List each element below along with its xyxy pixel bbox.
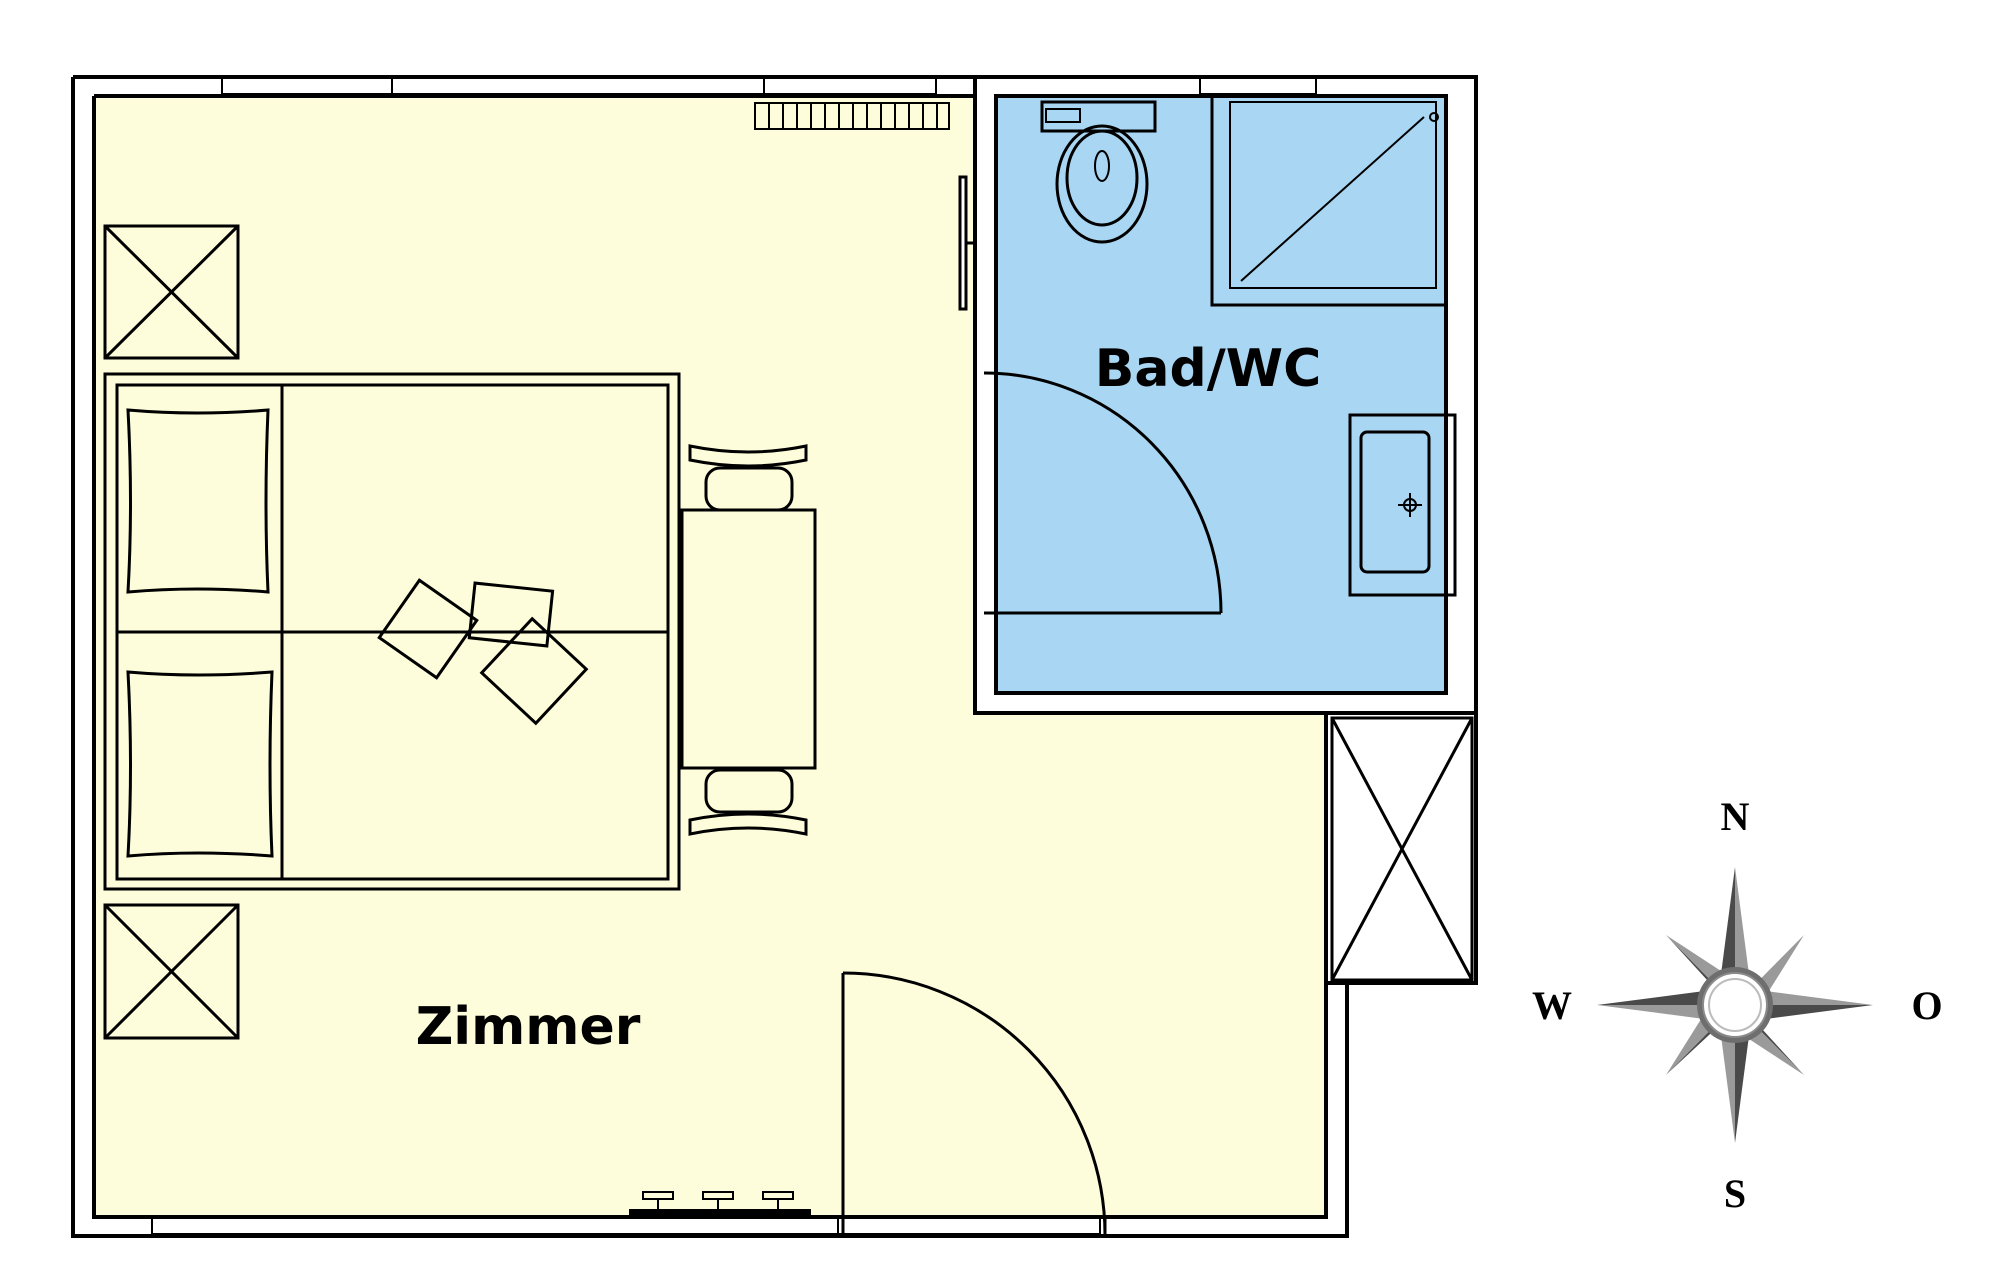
washbasin [1348, 413, 1457, 597]
compass-east-label: O [1911, 983, 1942, 1028]
cushion [467, 581, 555, 648]
cushion [479, 616, 589, 726]
radiator [754, 102, 950, 130]
compass-north-label: N [1721, 794, 1750, 839]
double-bed [103, 372, 681, 891]
coat-rack [629, 1191, 811, 1215]
cabinet-top-left [103, 224, 240, 360]
compass-west-label: W [1532, 983, 1572, 1028]
cushion [377, 578, 479, 680]
bottom-window [151, 1217, 1101, 1235]
shower [1210, 94, 1448, 307]
entrance-door [841, 971, 1107, 1237]
chair-top [688, 444, 808, 512]
wall-rail [958, 175, 975, 311]
top-windows [221, 77, 1317, 95]
pillow-bottom [126, 670, 274, 858]
cabinet-bottom-left [103, 903, 240, 1040]
zimmer-floor [94, 96, 1326, 1217]
compass-rose: N S W O [1532, 794, 1943, 1216]
walls [71, 75, 1478, 1238]
room-label-zimmer: Zimmer [416, 997, 641, 1057]
compass-south-label: S [1724, 1171, 1746, 1216]
pillow-top [126, 408, 270, 594]
room-label-bad: Bad/WC [1095, 339, 1321, 399]
cabinet-right [1330, 716, 1474, 982]
chair-bottom [688, 768, 808, 836]
bathroom-door [983, 371, 1223, 615]
toilet [1040, 100, 1157, 244]
